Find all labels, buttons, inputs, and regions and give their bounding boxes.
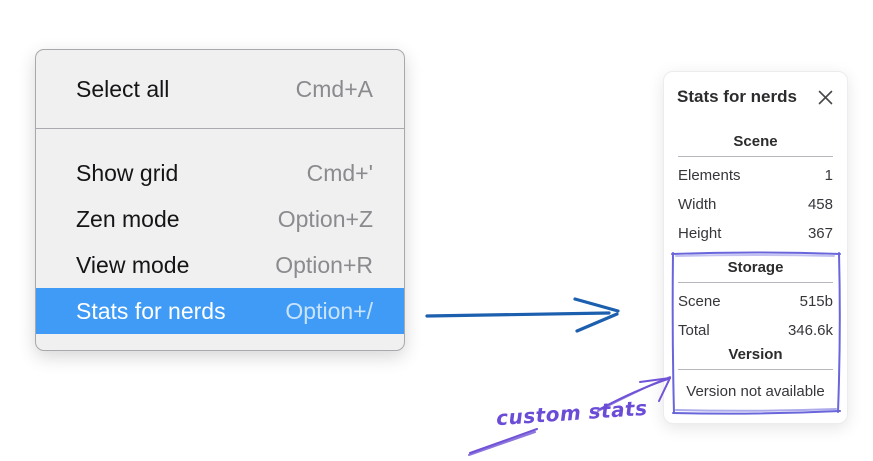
menu-item-show-grid[interactable]: Show grid Cmd+' bbox=[36, 150, 404, 196]
menu-item-zen-mode[interactable]: Zen mode Option+Z bbox=[36, 196, 404, 242]
stat-row-total-size: Total 346.6k bbox=[675, 316, 836, 345]
stats-panel-title: Stats for nerds bbox=[677, 87, 797, 106]
section-divider bbox=[678, 369, 833, 370]
menu-item-shortcut: Option+/ bbox=[285, 297, 373, 324]
stat-value: 515b bbox=[799, 293, 833, 310]
section-header-version: Version bbox=[728, 346, 783, 363]
stat-value: 1 bbox=[824, 167, 833, 184]
menu-item-label: Zen mode bbox=[76, 205, 180, 232]
menu-item-shortcut: Cmd+' bbox=[306, 159, 373, 186]
section-header-storage: Storage bbox=[727, 259, 784, 276]
stat-row-scene-size: Scene 515b bbox=[675, 287, 836, 316]
close-icon bbox=[818, 90, 832, 104]
context-menu: Select all Cmd+A Show grid Cmd+' Zen mod… bbox=[35, 49, 405, 351]
menu-item-select-all[interactable]: Select all Cmd+A bbox=[36, 66, 404, 112]
menu-item-label: Select all bbox=[76, 75, 170, 102]
section-divider bbox=[678, 156, 833, 157]
menu-item-shortcut: Option+R bbox=[275, 251, 373, 278]
stat-label: Elements bbox=[678, 167, 741, 184]
menu-group-bottom: Show grid Cmd+' Zen mode Option+Z View m… bbox=[36, 129, 404, 350]
menu-item-label: View mode bbox=[76, 251, 190, 278]
menu-group-top: Select all Cmd+A bbox=[36, 50, 404, 128]
pointer-arrow bbox=[425, 297, 620, 333]
stats-panel: Stats for nerds Scene Elements 1 Width 4… bbox=[663, 71, 848, 424]
menu-item-view-mode[interactable]: View mode Option+R bbox=[36, 242, 404, 288]
menu-item-label: Stats for nerds bbox=[76, 297, 226, 324]
menu-item-stats-for-nerds[interactable]: Stats for nerds Option+/ bbox=[36, 288, 404, 334]
scene-rows: Elements 1 Width 458 Height 367 bbox=[675, 161, 836, 248]
menu-item-shortcut: Cmd+A bbox=[295, 75, 373, 102]
stat-label: Scene bbox=[678, 293, 721, 310]
storage-rows: Scene 515b Total 346.6k bbox=[675, 287, 836, 345]
menu-divider bbox=[36, 128, 404, 129]
stat-value: 367 bbox=[807, 225, 833, 242]
section-header-scene: Scene bbox=[733, 133, 778, 150]
stat-label: Height bbox=[678, 225, 722, 242]
stat-row-height: Height 367 bbox=[675, 219, 836, 248]
menu-item-shortcut: Option+Z bbox=[277, 205, 373, 232]
stats-panel-header: Stats for nerds bbox=[675, 87, 836, 107]
section-divider bbox=[678, 282, 833, 283]
stat-value: 346.6k bbox=[787, 322, 833, 339]
version-note: Version not available bbox=[686, 383, 825, 400]
stat-label: Width bbox=[678, 196, 717, 213]
annotation-label: custom stats bbox=[495, 395, 649, 431]
stat-row-width: Width 458 bbox=[675, 190, 836, 219]
close-button[interactable] bbox=[816, 88, 834, 106]
stat-label: Total bbox=[678, 322, 710, 339]
stat-row-elements: Elements 1 bbox=[675, 161, 836, 190]
menu-item-label: Show grid bbox=[76, 159, 179, 186]
stat-value: 458 bbox=[807, 196, 833, 213]
